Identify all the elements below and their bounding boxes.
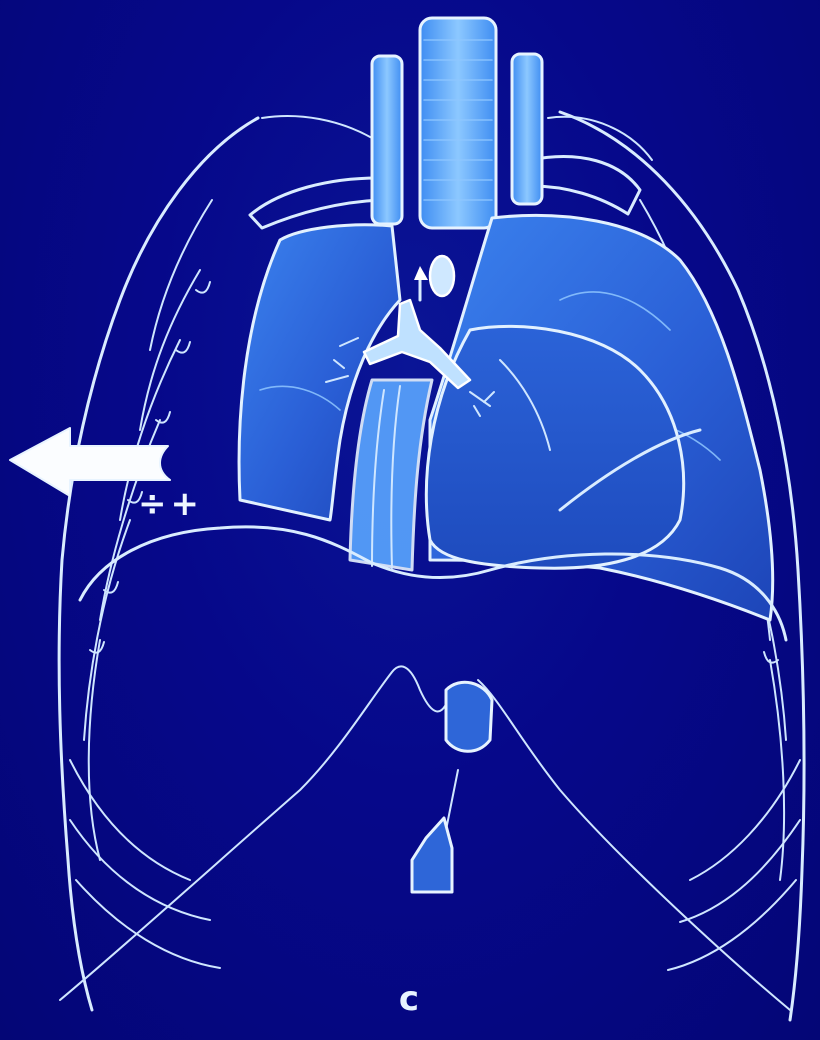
pressure-sign-label: ÷+ [138,487,203,521]
descending-vessels [350,380,432,570]
trachea [372,18,542,228]
diaphragm [60,527,790,1010]
panel-label: c [394,982,424,1016]
